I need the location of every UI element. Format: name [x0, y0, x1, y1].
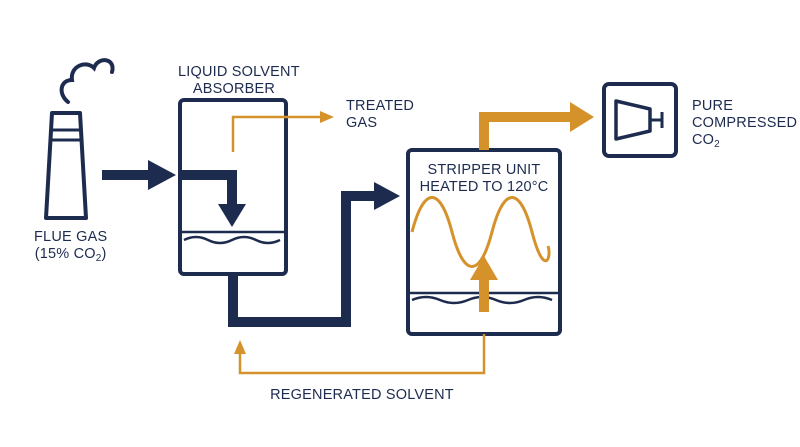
smokestack-icon — [44, 58, 115, 220]
treated-gas-label: TREATED GAS — [346, 98, 414, 132]
pure-co2-text: CO — [692, 132, 715, 148]
flue-gas-inlet-arrow — [102, 160, 176, 190]
compressor-icon — [602, 82, 678, 158]
regenerated-solvent-label-line1: REGENERATED SOLVENT — [270, 387, 454, 403]
pure-co2-label-line1: PURE — [692, 98, 734, 114]
flue-gas-label-line1: FLUE GAS — [34, 229, 108, 245]
co2-output-arrow — [479, 102, 594, 150]
pure-co2-label-line2: COMPRESSED — [692, 115, 798, 131]
absorber-label: LIQUID SOLVENT ABSORBER — [178, 64, 300, 98]
absorber-liquid-wave — [183, 235, 281, 245]
pure-co2-subscript: 2 — [714, 139, 720, 150]
stripper-label: STRIPPER UNIT HEATED TO 120°C — [410, 162, 558, 196]
heat-wave-icon — [410, 196, 551, 268]
pure-co2-label: PURE COMPRESSED CO2 — [692, 98, 797, 150]
stripper-label-line2: HEATED TO 120°C — [419, 179, 549, 195]
heat-up-arrow — [470, 256, 498, 280]
rich-solvent-pipe — [228, 182, 400, 327]
treated-gas-arrow — [231, 111, 334, 152]
flue-gas-co2-text: (15% CO — [34, 246, 96, 262]
absorber-internal-arrow — [182, 170, 246, 227]
pure-co2-label-line3: CO2 — [692, 132, 797, 150]
absorber-label-line2: ABSORBER — [192, 81, 276, 97]
stripper-label-line1: STRIPPER UNIT — [427, 162, 541, 178]
flue-gas-label-line2: (15% CO2) — [34, 246, 107, 264]
flue-gas-co2-subscript: 2 — [95, 253, 102, 264]
flue-gas-label: FLUE GAS (15% CO2) — [34, 229, 107, 264]
treated-gas-label-line2: GAS — [346, 115, 378, 131]
regenerated-solvent-loop — [234, 334, 486, 375]
flue-gas-paren: ) — [101, 246, 107, 262]
treated-gas-label-line1: TREATED — [346, 98, 414, 114]
regenerated-solvent-label: REGENERATED SOLVENT — [0, 387, 724, 404]
absorber-label-line1: LIQUID SOLVENT — [178, 64, 300, 80]
